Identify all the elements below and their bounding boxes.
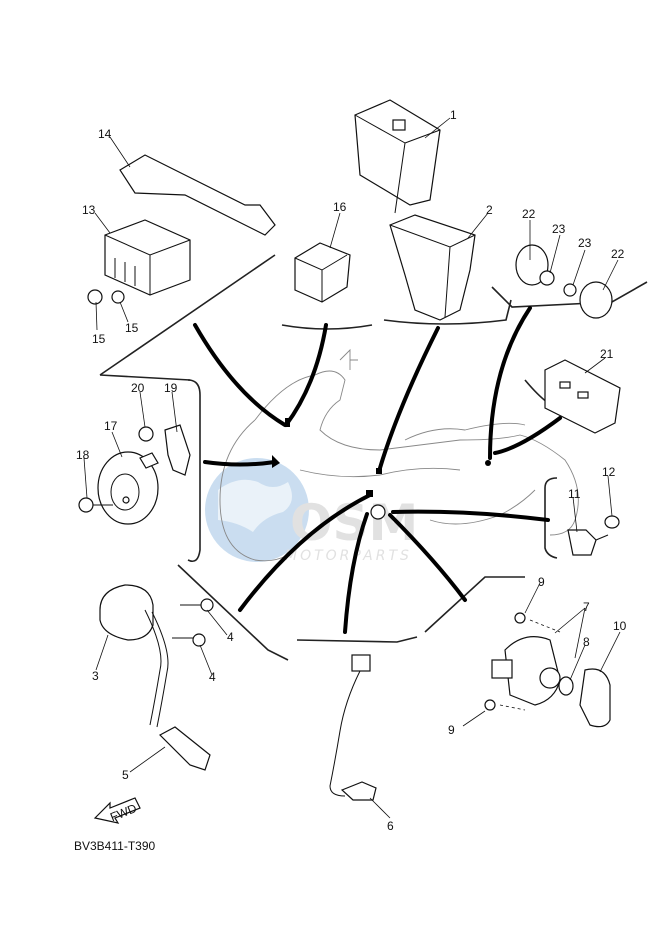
callout-3: 3 xyxy=(92,669,99,683)
ecu-case-part xyxy=(389,214,476,321)
callout-14: 14 xyxy=(98,127,112,141)
callout-15-right: 15 xyxy=(125,321,139,335)
callout-13: 13 xyxy=(82,203,96,217)
callout-20: 20 xyxy=(131,381,145,395)
callout-5: 5 xyxy=(122,768,129,782)
callouts: 1 2 3 4 4 5 6 7 8 9 9 10 11 12 13 14 15 … xyxy=(76,108,627,833)
callout-16: 16 xyxy=(333,200,347,214)
callout-2: 2 xyxy=(486,203,493,217)
o2-sensor-part xyxy=(329,654,377,801)
leader-lines xyxy=(83,117,621,819)
pointer-lines xyxy=(193,306,562,634)
fwd-arrow-label: FWD xyxy=(108,801,139,824)
callout-18: 18 xyxy=(76,448,90,462)
horn-part xyxy=(97,451,159,525)
callout-9-upper: 9 xyxy=(538,575,545,589)
callout-15-left: 15 xyxy=(92,332,106,346)
callout-10: 10 xyxy=(613,619,627,633)
section-outlines xyxy=(99,254,648,661)
callout-22-right: 22 xyxy=(611,247,625,261)
relay-part xyxy=(294,242,351,303)
motorcycle-outline xyxy=(219,348,579,562)
fwd-arrow-icon: FWD xyxy=(93,797,141,824)
callout-7: 7 xyxy=(583,600,590,614)
callout-4-upper: 4 xyxy=(227,630,234,644)
horn-bolt-part xyxy=(78,497,113,513)
coil-bolt-parts xyxy=(172,598,214,647)
callout-21: 21 xyxy=(600,347,614,361)
washer-part xyxy=(604,515,620,529)
callout-9-lower: 9 xyxy=(448,723,455,737)
temp-sensor-part xyxy=(567,529,609,556)
bracket-part xyxy=(119,154,276,236)
horn-bracket-part xyxy=(164,424,191,476)
callout-12: 12 xyxy=(602,465,616,479)
callout-6: 6 xyxy=(387,819,394,833)
callout-4-lower: 4 xyxy=(209,670,216,684)
callout-1: 1 xyxy=(450,108,457,122)
callout-8: 8 xyxy=(583,635,590,649)
callout-23-right: 23 xyxy=(578,236,592,250)
callout-22-left: 22 xyxy=(522,207,536,221)
drawing-code: BV3B411-T390 xyxy=(74,839,155,853)
panel-part xyxy=(544,359,621,434)
ignition-coil-part xyxy=(99,584,169,728)
cap-parts xyxy=(515,244,613,319)
plug-cap-part xyxy=(159,726,211,771)
horn-nut-part xyxy=(138,426,154,442)
nut-parts xyxy=(87,289,125,305)
valve-assembly-part xyxy=(484,612,611,728)
ecu-part xyxy=(354,99,441,214)
callout-23-left: 23 xyxy=(552,222,566,236)
callout-19: 19 xyxy=(164,381,178,395)
callout-11: 11 xyxy=(568,487,581,501)
callout-17: 17 xyxy=(104,419,118,433)
rectifier-part xyxy=(104,219,191,296)
watermark-sub: MOTORPARTS xyxy=(285,548,412,564)
